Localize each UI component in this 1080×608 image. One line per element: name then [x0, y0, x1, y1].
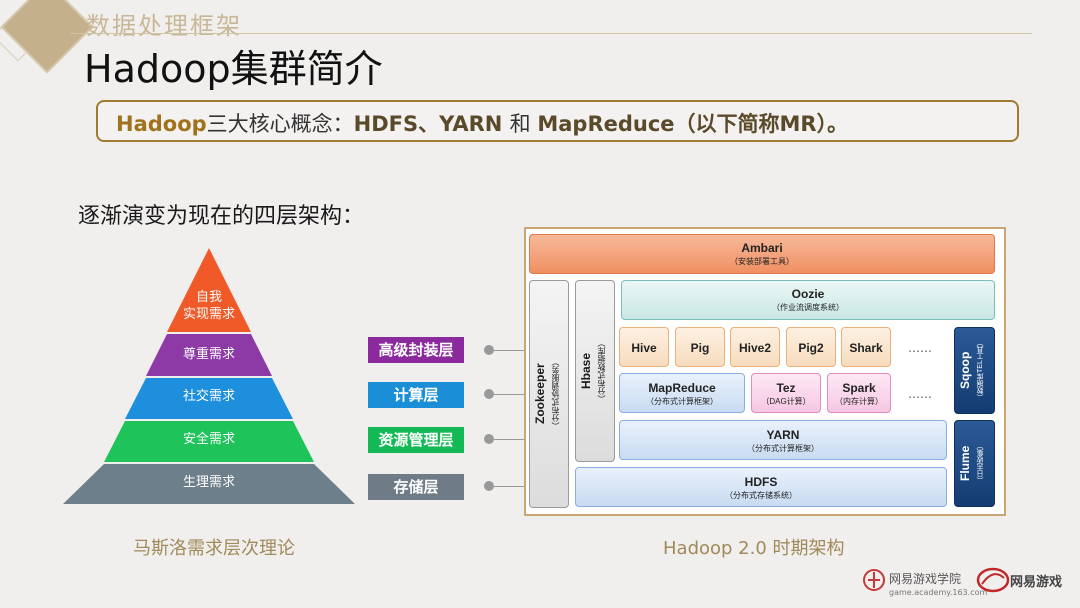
netease-games-brand: 网易游戏	[1010, 575, 1063, 590]
hdfs-box: HDFS （分布式存储系统）	[575, 467, 947, 507]
sqoop-label: Sqoop （数据库TEL工具）	[957, 330, 992, 411]
mapreduce-name: MapReduce	[648, 381, 716, 395]
callout-hdfs-yarn: HDFS、YARN	[353, 112, 510, 136]
section-topic: 数据处理框架	[86, 12, 242, 40]
more-compute-ellipsis: ……	[908, 387, 932, 401]
callout-hadoop: Hadoop	[116, 112, 207, 136]
pyramid-label-5: 生理需求	[182, 475, 235, 490]
pyramid-label-2: 尊重需求	[182, 347, 235, 362]
connector-dot	[484, 389, 494, 399]
tool-hive-label: Hive	[631, 341, 657, 355]
tool-hive: Hive	[619, 327, 669, 367]
tool-shark-label: Shark	[849, 341, 883, 355]
ambari-name: Ambari	[741, 241, 783, 255]
layer-label-storage: 存储层	[368, 474, 464, 500]
oozie-box: Oozie （作业流调度系统）	[621, 280, 995, 320]
tool-hive2-label: Hive2	[738, 341, 772, 355]
callout-and: 和	[509, 112, 538, 136]
callout-text: 三大核心概念：	[206, 112, 354, 136]
pyramid-label-4: 安全需求	[182, 432, 235, 447]
tool-pig2-label: Pig2	[798, 341, 824, 355]
decor-diamond	[0, 0, 94, 74]
flume-name: Flume	[958, 445, 972, 482]
header-divider	[70, 33, 1032, 34]
zookeeper-label: Zookeeper （分布式协调服务）	[532, 285, 566, 503]
sqoop-desc: （数据库TEL工具）	[977, 339, 984, 402]
pyramid-label-1-text: 自我 实现需求	[182, 290, 235, 322]
spark-desc: （内存计算）	[835, 397, 883, 406]
oozie-name: Oozie	[791, 287, 825, 301]
zookeeper-desc: （分布式协调服务）	[551, 358, 560, 430]
tool-shark: Shark	[841, 327, 891, 367]
layer-label-compute: 计算层	[368, 382, 464, 408]
oozie-desc: （作业流调度系统）	[772, 303, 844, 312]
ambari-box: Ambari （安装部署工具）	[529, 234, 995, 274]
academy-logo-icon	[863, 569, 885, 591]
hbase-box	[575, 280, 615, 462]
pyramid-label-3: 社交需求	[182, 389, 235, 404]
tez-name: Tez	[776, 381, 796, 395]
mapreduce-desc: （分布式计算框架）	[646, 397, 718, 406]
more-tools-ellipsis: ……	[908, 341, 932, 355]
academy-url: game.academy.163.com	[889, 588, 988, 597]
academy-name: 网易游戏学院	[889, 572, 962, 586]
hadoop-diagram-caption: Hadoop 2.0 时期架构	[663, 538, 845, 559]
slide-title: Hadoop集群简介	[84, 47, 383, 91]
yarn-desc: （分布式计算框架）	[747, 444, 819, 453]
pyramid-level-2	[146, 334, 272, 376]
spark-box: Spark （内存计算）	[827, 373, 891, 413]
connector-dot	[484, 345, 494, 355]
subtitle: 逐渐演变为现在的四层架构：	[78, 204, 365, 229]
callout-mapreduce: MapReduce（以下简称MR）。	[537, 112, 849, 136]
maslow-pyramid	[63, 248, 355, 504]
layer-label-encapsulation: 高级封装层	[368, 337, 464, 363]
tool-hive2: Hive2	[730, 327, 780, 367]
hdfs-desc: （分布式存储系统）	[725, 491, 797, 500]
flume-box	[954, 420, 995, 507]
zookeeper-name: Zookeeper	[533, 363, 547, 425]
hbase-label: Hbase （分布式数据库）	[578, 284, 612, 458]
tez-box: Tez （DAG计算）	[751, 373, 821, 413]
pyramid-level-3	[125, 378, 293, 419]
tez-desc: （DAG计算）	[761, 397, 811, 406]
yarn-name: YARN	[766, 428, 800, 442]
pyramid-label-1: 自我 实现需求	[149, 289, 269, 323]
flume-desc: （日志收集）	[977, 442, 984, 485]
tool-pig2: Pig2	[786, 327, 836, 367]
pyramid-level-4	[104, 421, 314, 462]
pyramid-level-5	[63, 464, 355, 504]
ambari-desc: （安装部署工具）	[730, 257, 794, 266]
hbase-desc: （分布式数据库）	[597, 339, 606, 403]
layer-label-resource: 资源管理层	[368, 427, 464, 453]
spark-name: Spark	[842, 381, 876, 395]
connector-dot	[484, 434, 494, 444]
sqoop-name: Sqoop	[958, 351, 972, 390]
netease-games-logo-icon	[976, 567, 1010, 593]
hdfs-name: HDFS	[744, 475, 778, 489]
zookeeper-box	[529, 280, 569, 508]
connector-dot	[484, 481, 494, 491]
flume-label: Flume （日志收集）	[957, 423, 992, 504]
mapreduce-box: MapReduce （分布式计算框架）	[619, 373, 745, 413]
tool-pig-label: Pig	[690, 341, 710, 355]
pyramid-level-1	[167, 248, 251, 332]
core-concepts-callout: Hadoop三大核心概念：HDFS、YARN 和 MapReduce（以下简称M…	[96, 100, 1019, 142]
tool-pig: Pig	[675, 327, 725, 367]
yarn-box: YARN （分布式计算框架）	[619, 420, 947, 460]
pyramid-caption: 马斯洛需求层次理论	[133, 538, 295, 559]
hbase-name: Hbase	[579, 352, 593, 390]
sqoop-box	[954, 327, 995, 414]
